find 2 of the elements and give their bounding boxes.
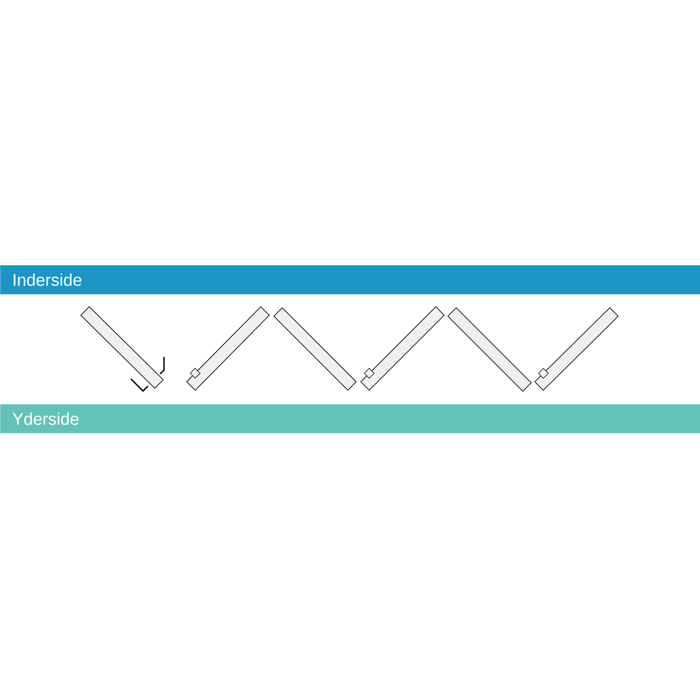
label-band: Inderside	[0, 265, 700, 294]
label-band: Yderside	[0, 404, 700, 434]
